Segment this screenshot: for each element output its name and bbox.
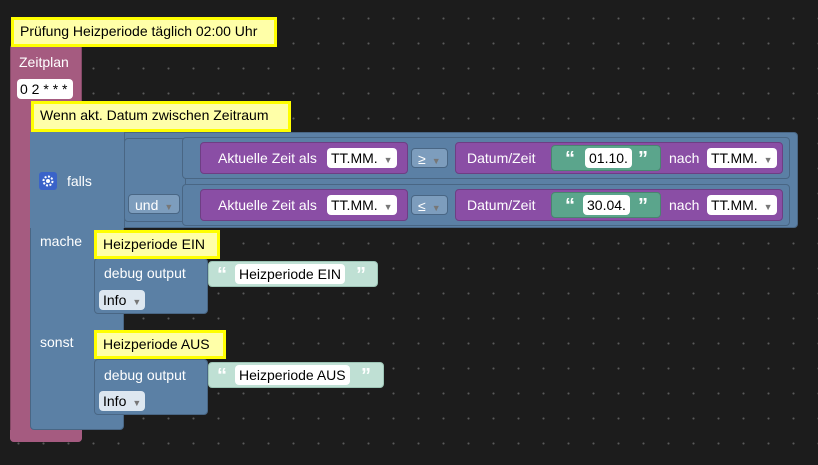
chevron-down-icon: ▼ <box>383 155 393 165</box>
message-ein[interactable]: Heizperiode EIN <box>235 264 345 284</box>
level-dropdown-ein[interactable]: Info ▼ <box>99 290 146 310</box>
open-quote-icon: “ <box>217 365 227 387</box>
gear-icon-glyph <box>42 175 54 187</box>
nach-label-1: nach <box>669 150 700 166</box>
chevron-down-icon: ▼ <box>132 398 142 408</box>
chevron-down-icon: ▼ <box>164 202 174 212</box>
logic-op-dropdown[interactable]: und ▼ <box>128 194 181 214</box>
chevron-down-icon: ▼ <box>763 155 773 165</box>
schedule-label: Zeitplan <box>19 54 69 70</box>
time-format-value-2: TT.MM. <box>331 197 378 213</box>
date-format-dropdown-2[interactable]: TT.MM. ▼ <box>707 195 777 215</box>
comment-if[interactable]: Wenn akt. Datum zwischen Zeitraum <box>31 101 291 132</box>
level-value-aus: Info <box>103 393 127 409</box>
date-input-1[interactable]: 01.10. <box>585 148 632 168</box>
time-format-value-1: TT.MM. <box>331 150 378 166</box>
current-time-label-2: Aktuelle Zeit als <box>218 197 317 213</box>
date-format-dropdown-1[interactable]: TT.MM. ▼ <box>707 148 777 168</box>
mache-label: mache <box>40 233 83 249</box>
nach-label-2: nach <box>669 197 700 213</box>
operator-value-1: ≥ <box>418 151 426 167</box>
open-quote-icon: “ <box>217 264 227 286</box>
chevron-down-icon: ▼ <box>763 202 773 212</box>
close-quote-icon: ” <box>638 195 648 217</box>
open-quote-icon: “ <box>565 195 575 217</box>
falls-label: falls <box>67 173 92 189</box>
debug-label-ein: debug output <box>104 265 186 281</box>
debug-label-aus: debug output <box>104 367 186 383</box>
date-format-value-1: TT.MM. <box>711 150 758 166</box>
datetime-label-1: Datum/Zeit <box>467 150 536 166</box>
close-quote-icon: ” <box>638 148 648 170</box>
current-time-label-1: Aktuelle Zeit als <box>218 150 317 166</box>
date-input-2[interactable]: 30.04. <box>583 195 630 215</box>
cron-field[interactable]: 0 2 * * * <box>17 79 73 99</box>
comment-else[interactable]: Heizperiode AUS <box>94 330 226 359</box>
operator-dropdown-1[interactable]: ≥▼ <box>411 148 448 168</box>
open-quote-icon: “ <box>565 148 575 170</box>
close-quote-icon: ” <box>356 264 366 286</box>
close-quote-icon: ” <box>361 365 371 387</box>
schedule-bottom-cap <box>10 430 82 442</box>
gear-icon[interactable] <box>39 172 57 190</box>
level-dropdown-aus[interactable]: Info ▼ <box>99 391 146 411</box>
chevron-down-icon: ▼ <box>132 297 142 307</box>
chevron-down-icon: ▼ <box>383 202 393 212</box>
chevron-down-icon: ▼ <box>431 156 441 166</box>
chevron-down-icon: ▼ <box>431 203 441 213</box>
time-format-dropdown-1[interactable]: TT.MM. ▼ <box>327 148 397 168</box>
time-format-dropdown-2[interactable]: TT.MM. ▼ <box>327 195 397 215</box>
comment-then[interactable]: Heizperiode EIN <box>94 230 220 259</box>
sonst-label: sonst <box>40 334 74 350</box>
datetime-label-2: Datum/Zeit <box>467 197 536 213</box>
comment-trigger[interactable]: Prüfung Heizperiode täglich 02:00 Uhr <box>11 17 277 47</box>
operator-value-2: ≤ <box>418 198 426 214</box>
date-format-value-2: TT.MM. <box>711 197 758 213</box>
operator-dropdown-2[interactable]: ≤▼ <box>411 195 448 215</box>
logic-op-value: und <box>135 197 159 213</box>
message-aus[interactable]: Heizperiode AUS <box>235 365 350 385</box>
level-value-ein: Info <box>103 292 127 308</box>
